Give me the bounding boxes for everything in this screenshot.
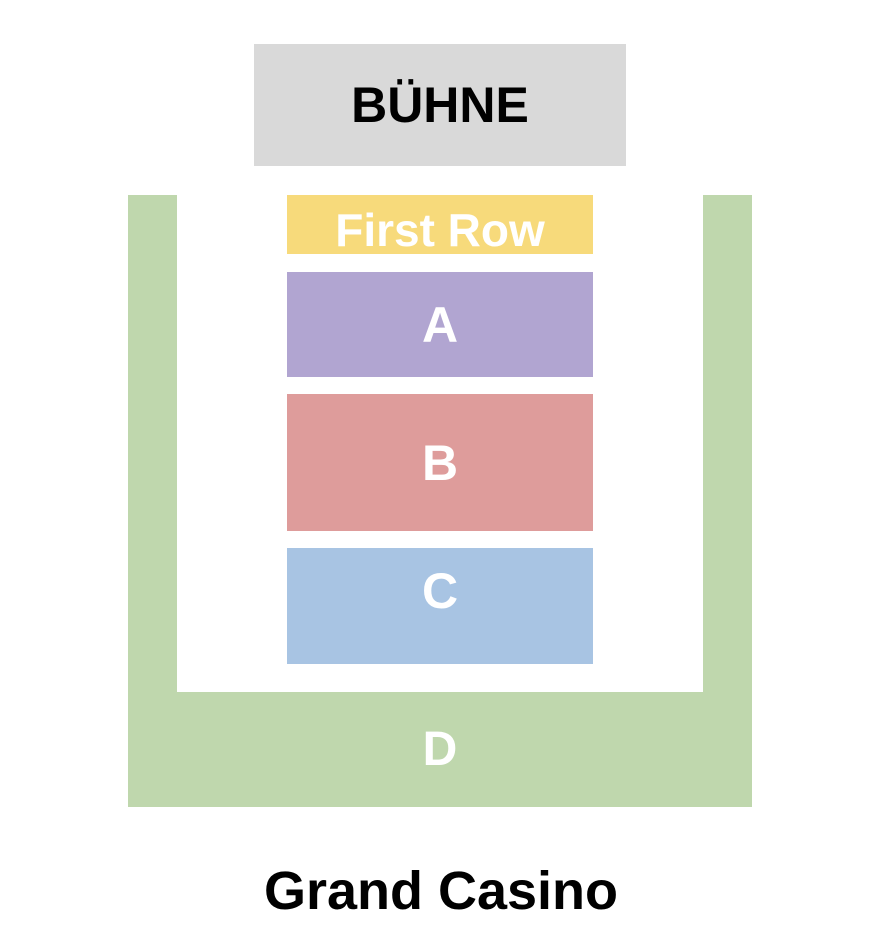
stage: BÜHNE [254,44,626,166]
section-b[interactable]: B [287,394,593,531]
section-c[interactable]: C [287,548,593,664]
section-d[interactable]: D [128,692,752,807]
stage-label: BÜHNE [351,77,529,133]
section-d-label: D [422,723,458,776]
section-a-label: A [421,296,459,353]
section-first-row[interactable]: First Row [287,195,593,256]
section-c-label: C [421,563,459,619]
section-a[interactable]: A [287,272,593,377]
section-first-row-label: First Row [335,203,545,256]
section-b-label: B [421,434,459,491]
venue-name: Grand Casino [263,861,619,921]
